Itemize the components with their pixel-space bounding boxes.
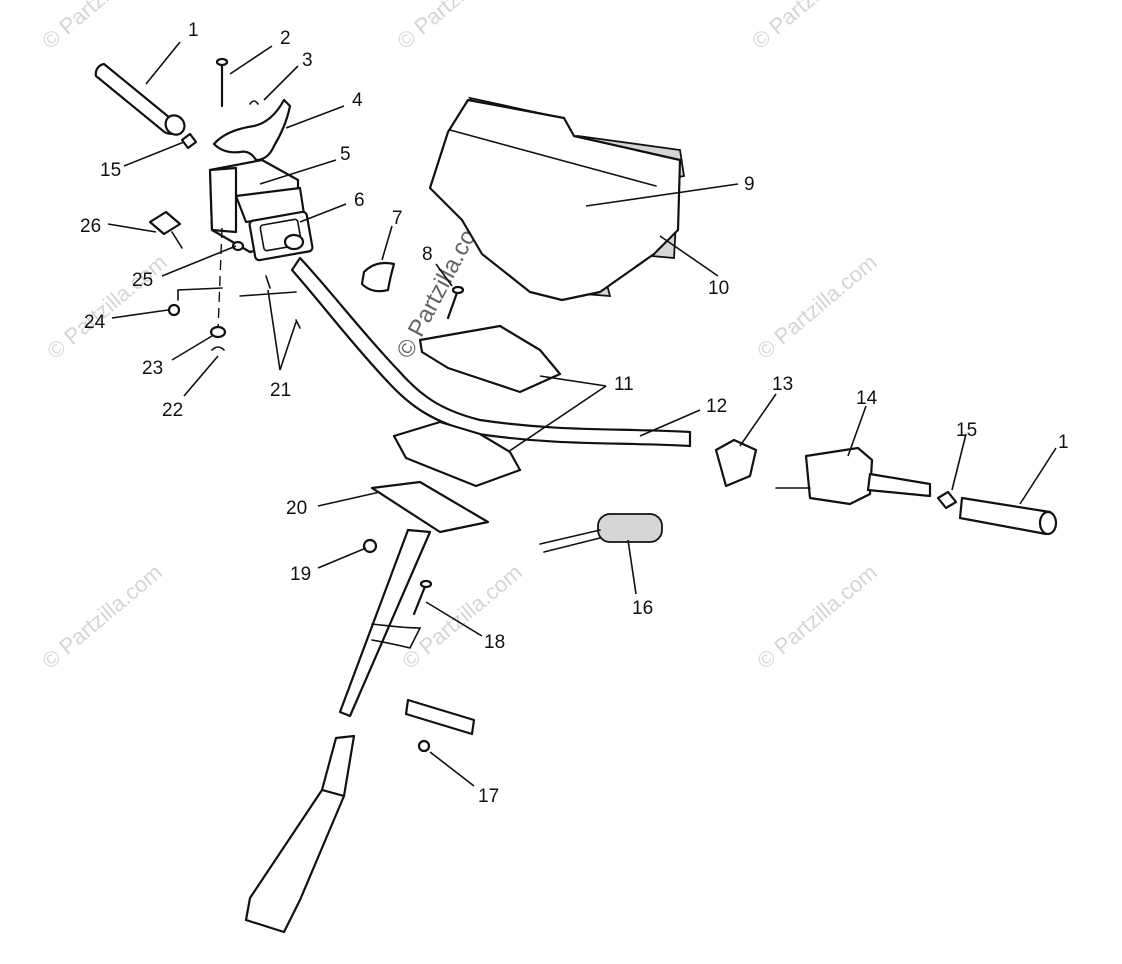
grip-right: [958, 496, 1058, 536]
callout-15-right: 15: [956, 420, 977, 441]
callout-1-right: 1: [1058, 432, 1069, 453]
sleeve-and-nut: [404, 698, 476, 753]
watermark-low-left: © Partzilla.com: [37, 559, 167, 673]
watermark-low-center: © Partzilla.com: [397, 559, 527, 673]
screw-18: [412, 579, 433, 616]
callout-1-left: 1: [188, 20, 199, 41]
callout-11: 11: [614, 374, 634, 395]
callout-20: 20: [286, 498, 307, 519]
callout-3: 3: [302, 50, 313, 71]
grip-left: [94, 62, 186, 136]
callout-8: 8: [422, 244, 433, 265]
callout-2: 2: [280, 28, 291, 49]
callout-7: 7: [392, 208, 403, 229]
callout-18: 18: [484, 632, 505, 653]
watermark-top-center: © Partzilla.com: [392, 0, 522, 54]
watermark-mid-left: © Partzilla.com: [42, 249, 172, 363]
pin: [215, 57, 229, 108]
watermark-top-right: © Partzilla.com: [747, 0, 877, 54]
screw-top: [446, 285, 465, 320]
bracket: [360, 261, 396, 293]
callout-26: 26: [80, 216, 101, 237]
hood: [428, 96, 686, 302]
callout-17: 17: [478, 786, 499, 807]
steering-column: [244, 528, 432, 934]
callout-16: 16: [632, 598, 653, 619]
callout-6: 6: [354, 190, 365, 211]
callout-9: 9: [744, 174, 755, 195]
callout-19: 19: [290, 564, 311, 585]
kill-switch: [148, 210, 183, 249]
callout-25: 25: [132, 270, 153, 291]
clamp-lower: [392, 420, 522, 488]
callout-14: 14: [856, 388, 878, 409]
throttle-lever: [212, 98, 292, 162]
callout-23: 23: [142, 358, 163, 379]
plug-right: [936, 490, 958, 510]
watermark-top-left: © Partzilla.com: [37, 0, 167, 54]
callout-5: 5: [340, 144, 351, 165]
nut-19: [362, 538, 378, 554]
callouts: 1 2 3 4 5 6 7 8 9 10 11 12 13 14 15 1 16…: [80, 20, 1069, 807]
clip: [249, 100, 259, 105]
watermark-mid-right: © Partzilla.com: [752, 249, 882, 363]
callout-10: 10: [708, 278, 729, 299]
callout-13: 13: [772, 374, 793, 395]
callout-12: 12: [706, 396, 727, 417]
callout-22: 22: [162, 400, 183, 421]
throttle-block: [208, 158, 314, 262]
warmer-coil: [539, 513, 663, 553]
master-cylinder: [775, 446, 932, 506]
plug-left: [180, 132, 198, 150]
clamp-upper: [418, 324, 562, 394]
callout-4: 4: [352, 90, 363, 111]
callout-24: 24: [84, 312, 106, 333]
mounting-plate: [370, 480, 490, 534]
watermark-low-right: © Partzilla.com: [752, 559, 882, 673]
callout-15-left: 15: [100, 160, 121, 181]
brake-switch: [714, 438, 758, 488]
callout-21: 21: [270, 380, 291, 401]
leader-lines: [107, 41, 1057, 787]
handlebar: [290, 256, 692, 448]
